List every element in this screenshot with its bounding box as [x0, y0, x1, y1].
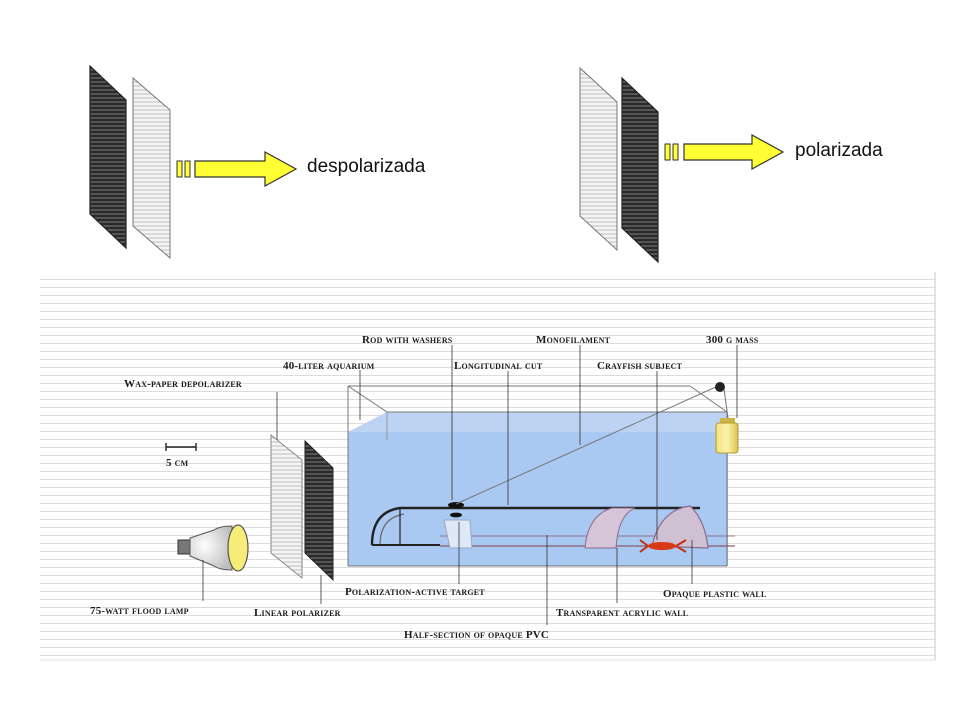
crayfish-icon [639, 539, 687, 553]
label-crayfish: Crayfish subject [597, 360, 683, 372]
yellow-arrow-icon [664, 133, 785, 171]
acrylic-wall [584, 507, 636, 549]
depolarizer-plate-light [132, 76, 171, 260]
linear-polarizer [304, 439, 334, 582]
scale-label: 5 cm [166, 457, 189, 469]
wax-paper-depolarizer [270, 433, 303, 580]
mass-weight-icon [715, 418, 739, 454]
depolarizer-plate-light [579, 66, 618, 252]
opaque-plastic-wall [651, 505, 709, 549]
polarizer-plate-dark [621, 76, 659, 264]
flood-lamp-icon [177, 524, 249, 572]
label-acrylic-wall: Transparent acrylic wall [556, 607, 688, 619]
label-rod-with-washers: Rod with washers [362, 334, 453, 346]
label-polarizer: Linear polarizer [254, 607, 341, 619]
label-target: Polarization-active target [345, 586, 485, 598]
label-lamp: 75-watt flood lamp [90, 605, 189, 617]
label-opaque-wall: Opaque plastic wall [663, 588, 767, 600]
yellow-arrow-icon [176, 150, 298, 188]
scale-bar: 5 cm [165, 443, 197, 469]
label-mass: 300 g mass [706, 334, 759, 346]
polarization-target [443, 519, 473, 549]
label-pvc: Half-section of opaque PVC [404, 629, 549, 641]
polarized-illustration: polarizada [579, 66, 883, 264]
washer [450, 512, 462, 518]
leader-lines [202, 345, 738, 625]
label-aquarium: 40-liter aquarium [283, 360, 375, 372]
monofilament-line [455, 385, 719, 505]
pulley-icon [715, 382, 725, 392]
label-wax-paper: Wax-paper depolarizer [124, 378, 242, 390]
washer [448, 502, 464, 508]
depolarized-illustration: despolarizada [89, 64, 426, 260]
polarized-caption: polarizada [795, 140, 883, 161]
label-longitudinal-cut: Longitudinal cut [454, 360, 543, 372]
depolarized-caption: despolarizada [307, 156, 426, 177]
setup-panel: 5 cm Rod with washers Monofilament 300 g… [40, 272, 936, 661]
polarizer-plate-dark [89, 64, 127, 250]
label-monofilament: Monofilament [536, 334, 611, 346]
